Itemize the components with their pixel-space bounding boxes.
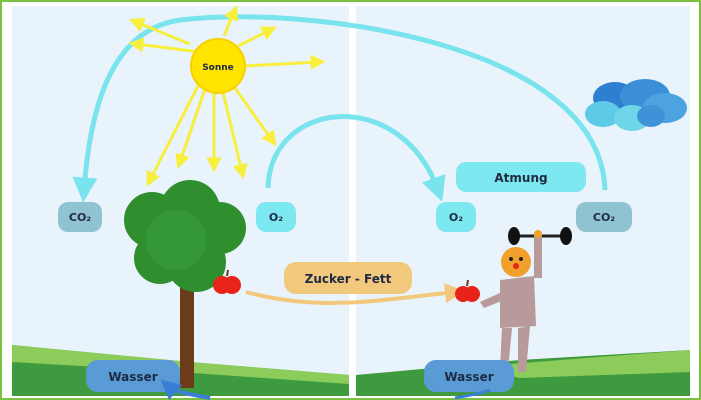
person-figure [480, 227, 572, 372]
o2-box-left [256, 202, 296, 232]
face [501, 247, 531, 277]
dumbbell-weight [508, 227, 520, 245]
figure-body [500, 276, 536, 328]
raised-arm [534, 234, 542, 278]
sun-rays [128, 5, 326, 187]
figure-leg [500, 328, 512, 370]
o2-label-right: O₂ [449, 211, 463, 224]
sugar-fat-arrow [245, 283, 465, 305]
figure-leg [518, 326, 530, 372]
apple-icon [455, 279, 480, 302]
water-box-left [86, 360, 180, 392]
respiration-label: Atmung [494, 171, 547, 185]
water-arrow-left [160, 379, 211, 400]
co2-label-left: CO₂ [69, 211, 91, 224]
water-label-right: Wasser [444, 370, 493, 384]
o2-label-left: O₂ [269, 211, 283, 224]
sun-label: Sonne [202, 63, 234, 73]
water-arrow-right [454, 388, 491, 400]
co2-box-left [58, 202, 102, 232]
co2-box-right [576, 202, 632, 232]
sun [190, 38, 246, 94]
cloud-icon [585, 79, 687, 131]
dumbbell-weight [560, 227, 572, 245]
sugar-fat-label: Zucker - Fett [305, 272, 392, 286]
tree-trunk [180, 260, 194, 388]
o2-box-right [436, 202, 476, 232]
water-box-right [424, 360, 514, 392]
sugar-fat-box [284, 262, 412, 294]
o2-transfer-arrow [265, 114, 446, 202]
water-label-left: Wasser [108, 370, 157, 384]
respiration-box [456, 162, 586, 192]
apple-icon [213, 269, 241, 294]
co2-label-right: CO₂ [593, 211, 615, 224]
tree [124, 180, 246, 388]
